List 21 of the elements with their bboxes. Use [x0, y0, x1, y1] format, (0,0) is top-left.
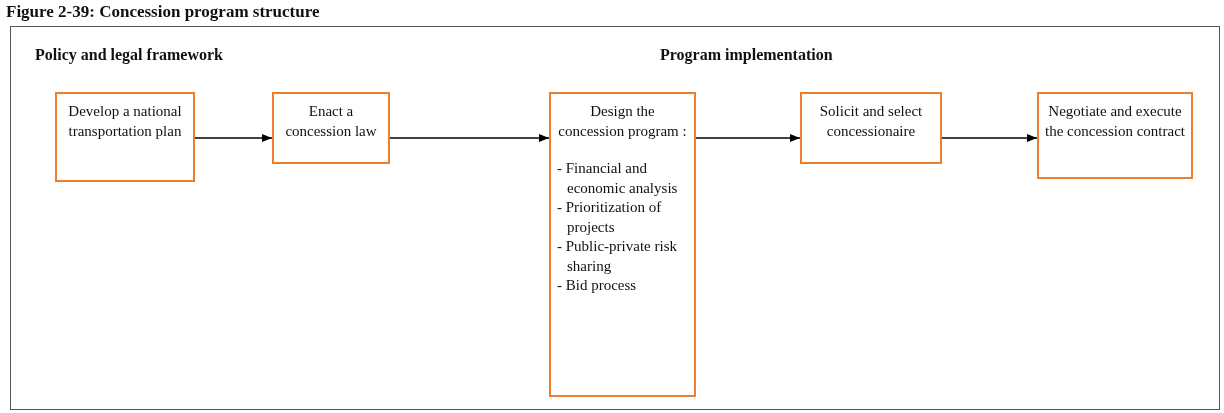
- process-box: [55, 92, 195, 182]
- bullet-item: - Public-private risk sharing: [557, 237, 678, 276]
- box-heading: Enact a concession law: [284, 102, 378, 141]
- section-heading: Program implementation: [660, 46, 833, 64]
- process-box: [549, 92, 696, 397]
- section-heading: Policy and legal framework: [35, 46, 223, 64]
- arrow: [695, 133, 801, 143]
- bullet-item: - Bid process: [557, 276, 638, 295]
- box-heading: Develop a national transportation plan: [67, 102, 183, 141]
- figure-title: Figure 2-39: Concession program structure: [6, 2, 320, 22]
- arrow: [194, 133, 273, 143]
- process-box: [1037, 92, 1193, 179]
- box-heading: Design the concession program :: [557, 102, 688, 141]
- process-box: [272, 92, 390, 164]
- process-box: [800, 92, 942, 164]
- bullet-item: - Prioritization of projects: [557, 198, 663, 237]
- arrow: [941, 133, 1038, 143]
- box-heading: Solicit and select concessionaire: [818, 102, 924, 141]
- box-heading: Negotiate and execute the concession contract: [1045, 102, 1185, 141]
- arrow: [389, 133, 550, 143]
- bullet-item: - Financial and economic analysis: [557, 159, 679, 198]
